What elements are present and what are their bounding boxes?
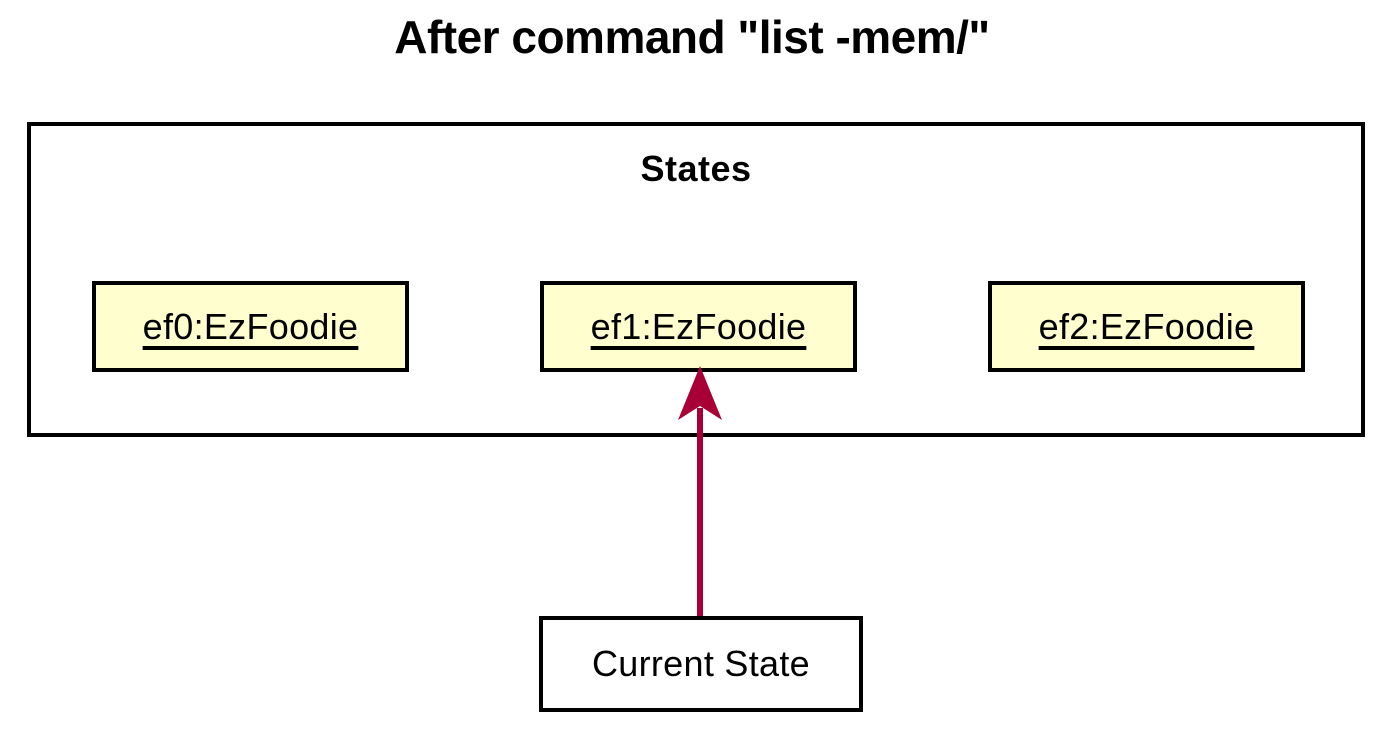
object-node-ef0[interactable]: ef0:EzFoodie — [92, 281, 409, 372]
object-node-ef0-label: ef0:EzFoodie — [142, 305, 359, 347]
object-node-ef2[interactable]: ef2:EzFoodie — [988, 281, 1305, 372]
object-node-ef1[interactable]: ef1:EzFoodie — [540, 281, 857, 372]
states-frame-label: States — [640, 148, 752, 189]
states-frame: States — [27, 122, 1365, 437]
object-node-ef2-label: ef2:EzFoodie — [1038, 305, 1255, 347]
current-state-note[interactable]: Current State — [539, 616, 863, 712]
current-state-note-label: Current State — [591, 643, 810, 684]
diagram-title: After command "list -mem/" — [394, 11, 990, 63]
object-node-ef1-label: ef1:EzFoodie — [590, 305, 807, 347]
